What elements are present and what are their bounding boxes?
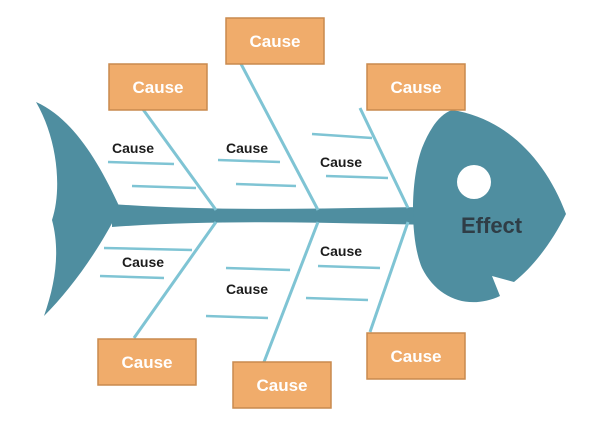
cause-box-bottom-right: Cause: [366, 332, 466, 380]
sub-cause-label: Cause: [320, 154, 362, 170]
cause-box-top-mid: Cause: [225, 17, 325, 65]
bone-bottom-right: [368, 221, 410, 333]
effect-label: Effect: [461, 213, 523, 238]
fish-spine: [112, 204, 432, 227]
sub-cause-label: Cause: [320, 243, 362, 259]
cause-box-label: Cause: [390, 347, 441, 366]
cause-box-label: Cause: [249, 32, 300, 51]
cause-box-label: Cause: [390, 78, 441, 97]
cause-box-bottom-left: Cause: [97, 338, 197, 386]
sub-cause-label: Cause: [226, 281, 268, 297]
cause-box-label: Cause: [121, 353, 172, 372]
bone-bottom-left: [132, 221, 218, 339]
sub-cause-label: Cause: [226, 140, 268, 156]
bone-bottom-mid: [262, 221, 320, 363]
sub-cause-label: Cause: [122, 254, 164, 270]
cause-box-bottom-mid: Cause: [232, 361, 332, 409]
cause-box-label: Cause: [256, 376, 307, 395]
cause-box-top-right: Cause: [366, 63, 466, 111]
cause-box-label: Cause: [132, 78, 183, 97]
fish-tail: [36, 102, 120, 316]
bone-top-left: [140, 107, 218, 211]
cause-box-top-left: Cause: [108, 63, 208, 111]
fish-eye: [457, 165, 491, 199]
sub-cause-label: Cause: [112, 140, 154, 156]
minor-bones: [99, 132, 389, 320]
bone-top-mid: [238, 61, 320, 211]
fish-head: [413, 110, 566, 303]
bone-top-right: [358, 107, 410, 209]
